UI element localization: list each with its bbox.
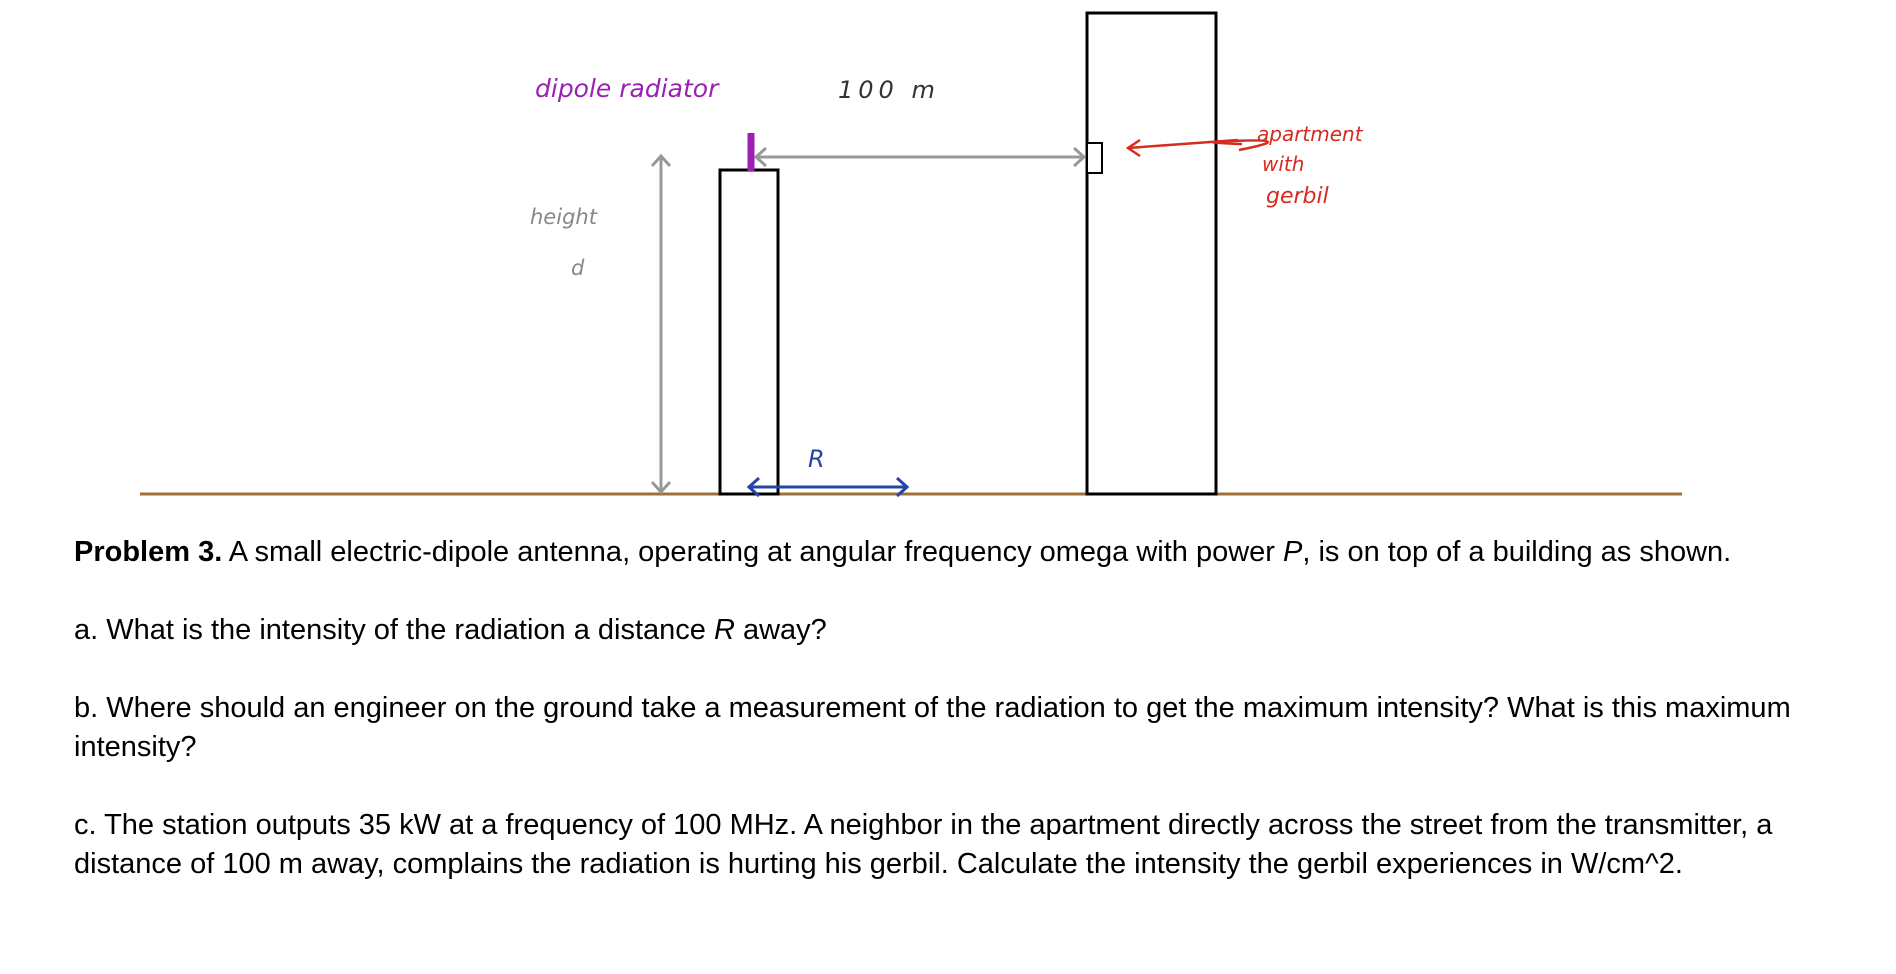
problem-intro: Problem 3. A small electric-dipole anten… bbox=[74, 533, 1884, 572]
height-dimension-arrow bbox=[650, 153, 672, 495]
distance-arrow bbox=[753, 146, 1087, 168]
distance-label: 100 m bbox=[838, 76, 940, 104]
problem-intro-text-1: A small electric-dipole antenna, operati… bbox=[222, 536, 1284, 568]
transmitter-building bbox=[718, 168, 780, 496]
antenna-diagram: dipole radiator 100 m height d apartment… bbox=[140, 11, 1682, 498]
apartment-label-line1: apartment bbox=[1257, 122, 1364, 146]
apartment-label-line3: gerbil bbox=[1266, 184, 1329, 209]
height-label-line2: d bbox=[571, 256, 585, 280]
dipole-label: dipole radiator bbox=[535, 74, 720, 103]
problem-text: Problem 3. A small electric-dipole anten… bbox=[74, 533, 1884, 884]
question-a-text-2: away? bbox=[734, 614, 827, 646]
question-b: b. Where should an engineer on the groun… bbox=[74, 692, 1791, 763]
apartment-label-line2: with bbox=[1262, 152, 1304, 176]
apartment-pointer-arrow bbox=[1125, 138, 1269, 158]
question-a-text-1: a. What is the intensity of the radiatio… bbox=[74, 614, 714, 646]
apartment-building bbox=[1085, 11, 1218, 496]
R-label: R bbox=[808, 445, 825, 473]
problem-title: Problem 3. bbox=[74, 536, 223, 568]
apartment-window bbox=[1086, 142, 1103, 174]
problem-intro-text-2: , is on top of a building as shown. bbox=[1302, 536, 1732, 568]
R-arrow bbox=[746, 476, 910, 498]
distance-symbol: R bbox=[713, 614, 735, 646]
power-symbol: P bbox=[1283, 536, 1303, 568]
question-c: c. The station outputs 35 kW at a freque… bbox=[74, 809, 1773, 880]
height-label-line1: height bbox=[530, 205, 598, 229]
question-a: a. What is the intensity of the radiatio… bbox=[74, 611, 1884, 650]
